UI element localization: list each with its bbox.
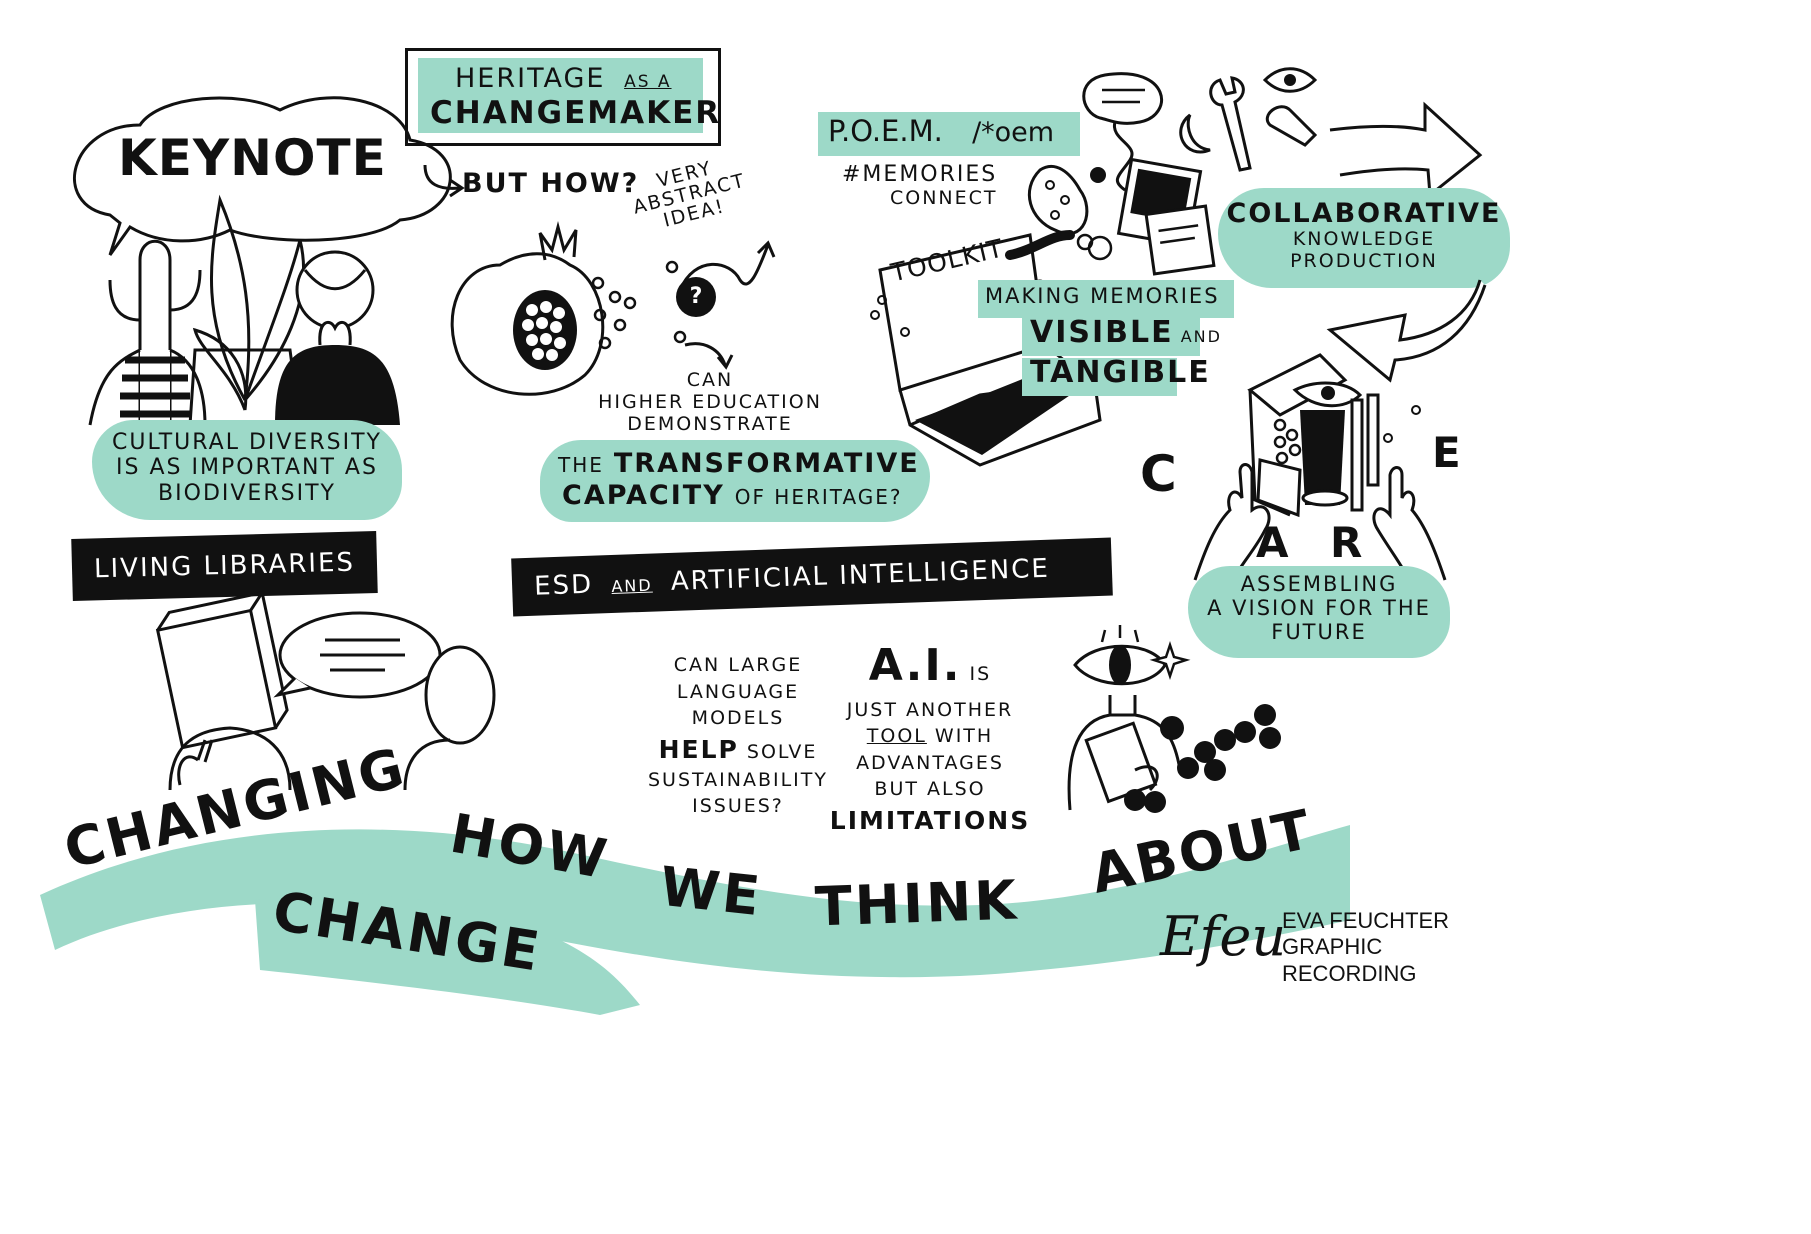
keynote-title: KEYNOTE <box>118 129 387 187</box>
making-memories-highlight <box>978 280 1234 318</box>
question-line: HIGHER EDUCATION <box>598 390 822 413</box>
ai-line: A.I. IS <box>820 635 1040 697</box>
care-letter-e: E <box>1432 428 1461 477</box>
question-line: CAN <box>686 369 734 391</box>
ai-is: IS <box>969 663 992 685</box>
heritage-box <box>405 48 721 146</box>
care-letter-a: A <box>1256 518 1289 567</box>
caption-line: IS AS IMPORTANT AS <box>116 455 378 481</box>
llm-line: HELP SOLVE <box>628 732 848 767</box>
signature-line: RECORDING <box>1282 960 1417 986</box>
caption-line: CULTURAL DIVERSITY <box>112 430 382 455</box>
living-libraries-label: LIVING LIBRARIES <box>71 531 378 601</box>
ai-words: ARTIFICIAL INTELLIGENCE <box>670 553 1051 597</box>
ai-line: ADVANTAGES <box>856 751 1004 774</box>
visible-highlight <box>1022 318 1200 356</box>
care-line: A VISION FOR THE <box>1207 596 1431 621</box>
signature-mark: Efeu <box>1160 905 1287 968</box>
esd-and: AND <box>611 575 653 596</box>
llm-line: MODELS <box>691 707 785 730</box>
transformative-line1: THE TRANSFORMATIVE <box>558 448 920 479</box>
with-word: WITH <box>934 725 994 748</box>
poem-title: P.O.E.M. <box>828 114 943 148</box>
heritage-word: HERITAGE <box>455 63 606 94</box>
moon-wrench-eye-icons <box>1179 67 1318 172</box>
care-line: FUTURE <box>1271 620 1367 645</box>
living-libraries-illustration <box>155 590 496 791</box>
toolkit-illustration <box>870 72 1216 467</box>
connect-word: CONNECT <box>890 187 998 209</box>
llm-question: CAN LARGE LANGUAGE MODELS HELP SOLVE SUS… <box>628 652 848 820</box>
memories-hashtag: #MEMORIES <box>842 162 998 187</box>
and-word: AND <box>1180 327 1222 346</box>
collab-text: COLLABORATIVE KNOWLEDGE PRODUCTION <box>1218 198 1510 273</box>
heritage-changemaker: CHANGEMAKER <box>430 95 722 131</box>
the-word: THE <box>558 453 604 477</box>
higher-education-question: CAN HIGHER EDUCATION DEMONSTRATE <box>580 369 840 436</box>
question-icon: ? <box>676 277 716 317</box>
poem-title-line: P.O.E.M. /*oem <box>828 114 1054 148</box>
collab-line: COLLABORATIVE <box>1226 198 1502 229</box>
visible-line: VISIBLE AND <box>1030 315 1222 351</box>
banner-word-we: WE <box>656 854 766 929</box>
poem-handle: /*oem <box>972 117 1055 148</box>
making-memories: MAKING MEMORIES <box>985 284 1220 308</box>
llm-line: CAN LARGE <box>673 654 803 676</box>
care-highlight <box>1188 566 1450 658</box>
curved-arrow-right <box>1329 101 1483 198</box>
care-caption: ASSEMBLING A VISION FOR THE FUTURE <box>1188 572 1450 644</box>
care-letter-r: R <box>1330 518 1363 567</box>
ai-line: BUT ALSO <box>874 778 986 801</box>
capacity-word: CAPACITY <box>562 480 725 511</box>
heritage-line1: HERITAGE AS A <box>455 63 672 94</box>
signature-credit: EVA FEUCHTER GRAPHIC RECORDING <box>1282 908 1449 987</box>
solve-word: SOLVE <box>746 740 818 763</box>
keynote-caption: CULTURAL DIVERSITY IS AS IMPORTANT AS BI… <box>92 430 402 506</box>
caption-line: BIODIVERSITY <box>158 480 336 506</box>
ai-big: A.I. <box>868 640 962 691</box>
heritage-box-fill <box>418 58 703 133</box>
esd-ai-label: ESD AND ARTIFICIAL INTELLIGENCE <box>511 537 1113 617</box>
collab-highlight <box>1218 188 1510 288</box>
banner-ribbon <box>40 825 1350 1015</box>
curved-arrow-down <box>1326 279 1487 383</box>
ai-line: TOOL WITH <box>820 723 1040 750</box>
tangible-highlight <box>1022 358 1177 396</box>
care-line: ASSEMBLING <box>1240 572 1398 596</box>
visible-word: VISIBLE <box>1030 315 1174 350</box>
heritage-as-a: AS A <box>624 72 672 92</box>
collab-line: PRODUCTION <box>1290 249 1438 272</box>
esd-word: ESD <box>533 569 594 602</box>
eye-person-illustration <box>1067 625 1281 813</box>
ai-line: JUST ANOTHER <box>846 698 1014 721</box>
ai-statement: A.I. IS JUST ANOTHER TOOL WITH ADVANTAGE… <box>820 635 1040 838</box>
llm-line: LANGUAGE <box>676 680 800 703</box>
question-line: DEMONSTRATE <box>627 412 793 435</box>
banner-word-think: THINK <box>813 868 1021 939</box>
ai-line: LIMITATIONS <box>829 805 1031 835</box>
transformative-line2: CAPACITY OF HERITAGE? <box>562 480 903 511</box>
of-heritage-words: OF HERITAGE? <box>734 485 903 509</box>
transformative-word: TRANSFORMATIVE <box>613 448 920 479</box>
llm-line: SUSTAINABILITY <box>647 768 828 791</box>
keynote-speakers-illustration <box>88 194 400 426</box>
transformative-highlight <box>540 440 930 522</box>
care-letter-c: C <box>1140 445 1177 503</box>
tangible-word: TANGIBLE <box>1030 355 1211 390</box>
help-word: HELP <box>658 734 739 764</box>
arrow-icon <box>423 164 465 198</box>
llm-line: ISSUES? <box>692 795 784 818</box>
collab-line: KNOWLEDGE <box>1292 228 1436 251</box>
signature-line: GRAPHIC <box>1282 934 1383 960</box>
but-how: BUT HOW? <box>462 168 640 199</box>
poem-highlight <box>818 112 1080 156</box>
tool-word: TOOL <box>866 725 927 748</box>
keynote-caption-highlight <box>92 420 402 520</box>
care-assemblage-illustration <box>1193 353 1447 586</box>
pomegranate-illustration <box>450 221 776 396</box>
signature-line: EVA FEUCHTER <box>1282 908 1450 933</box>
